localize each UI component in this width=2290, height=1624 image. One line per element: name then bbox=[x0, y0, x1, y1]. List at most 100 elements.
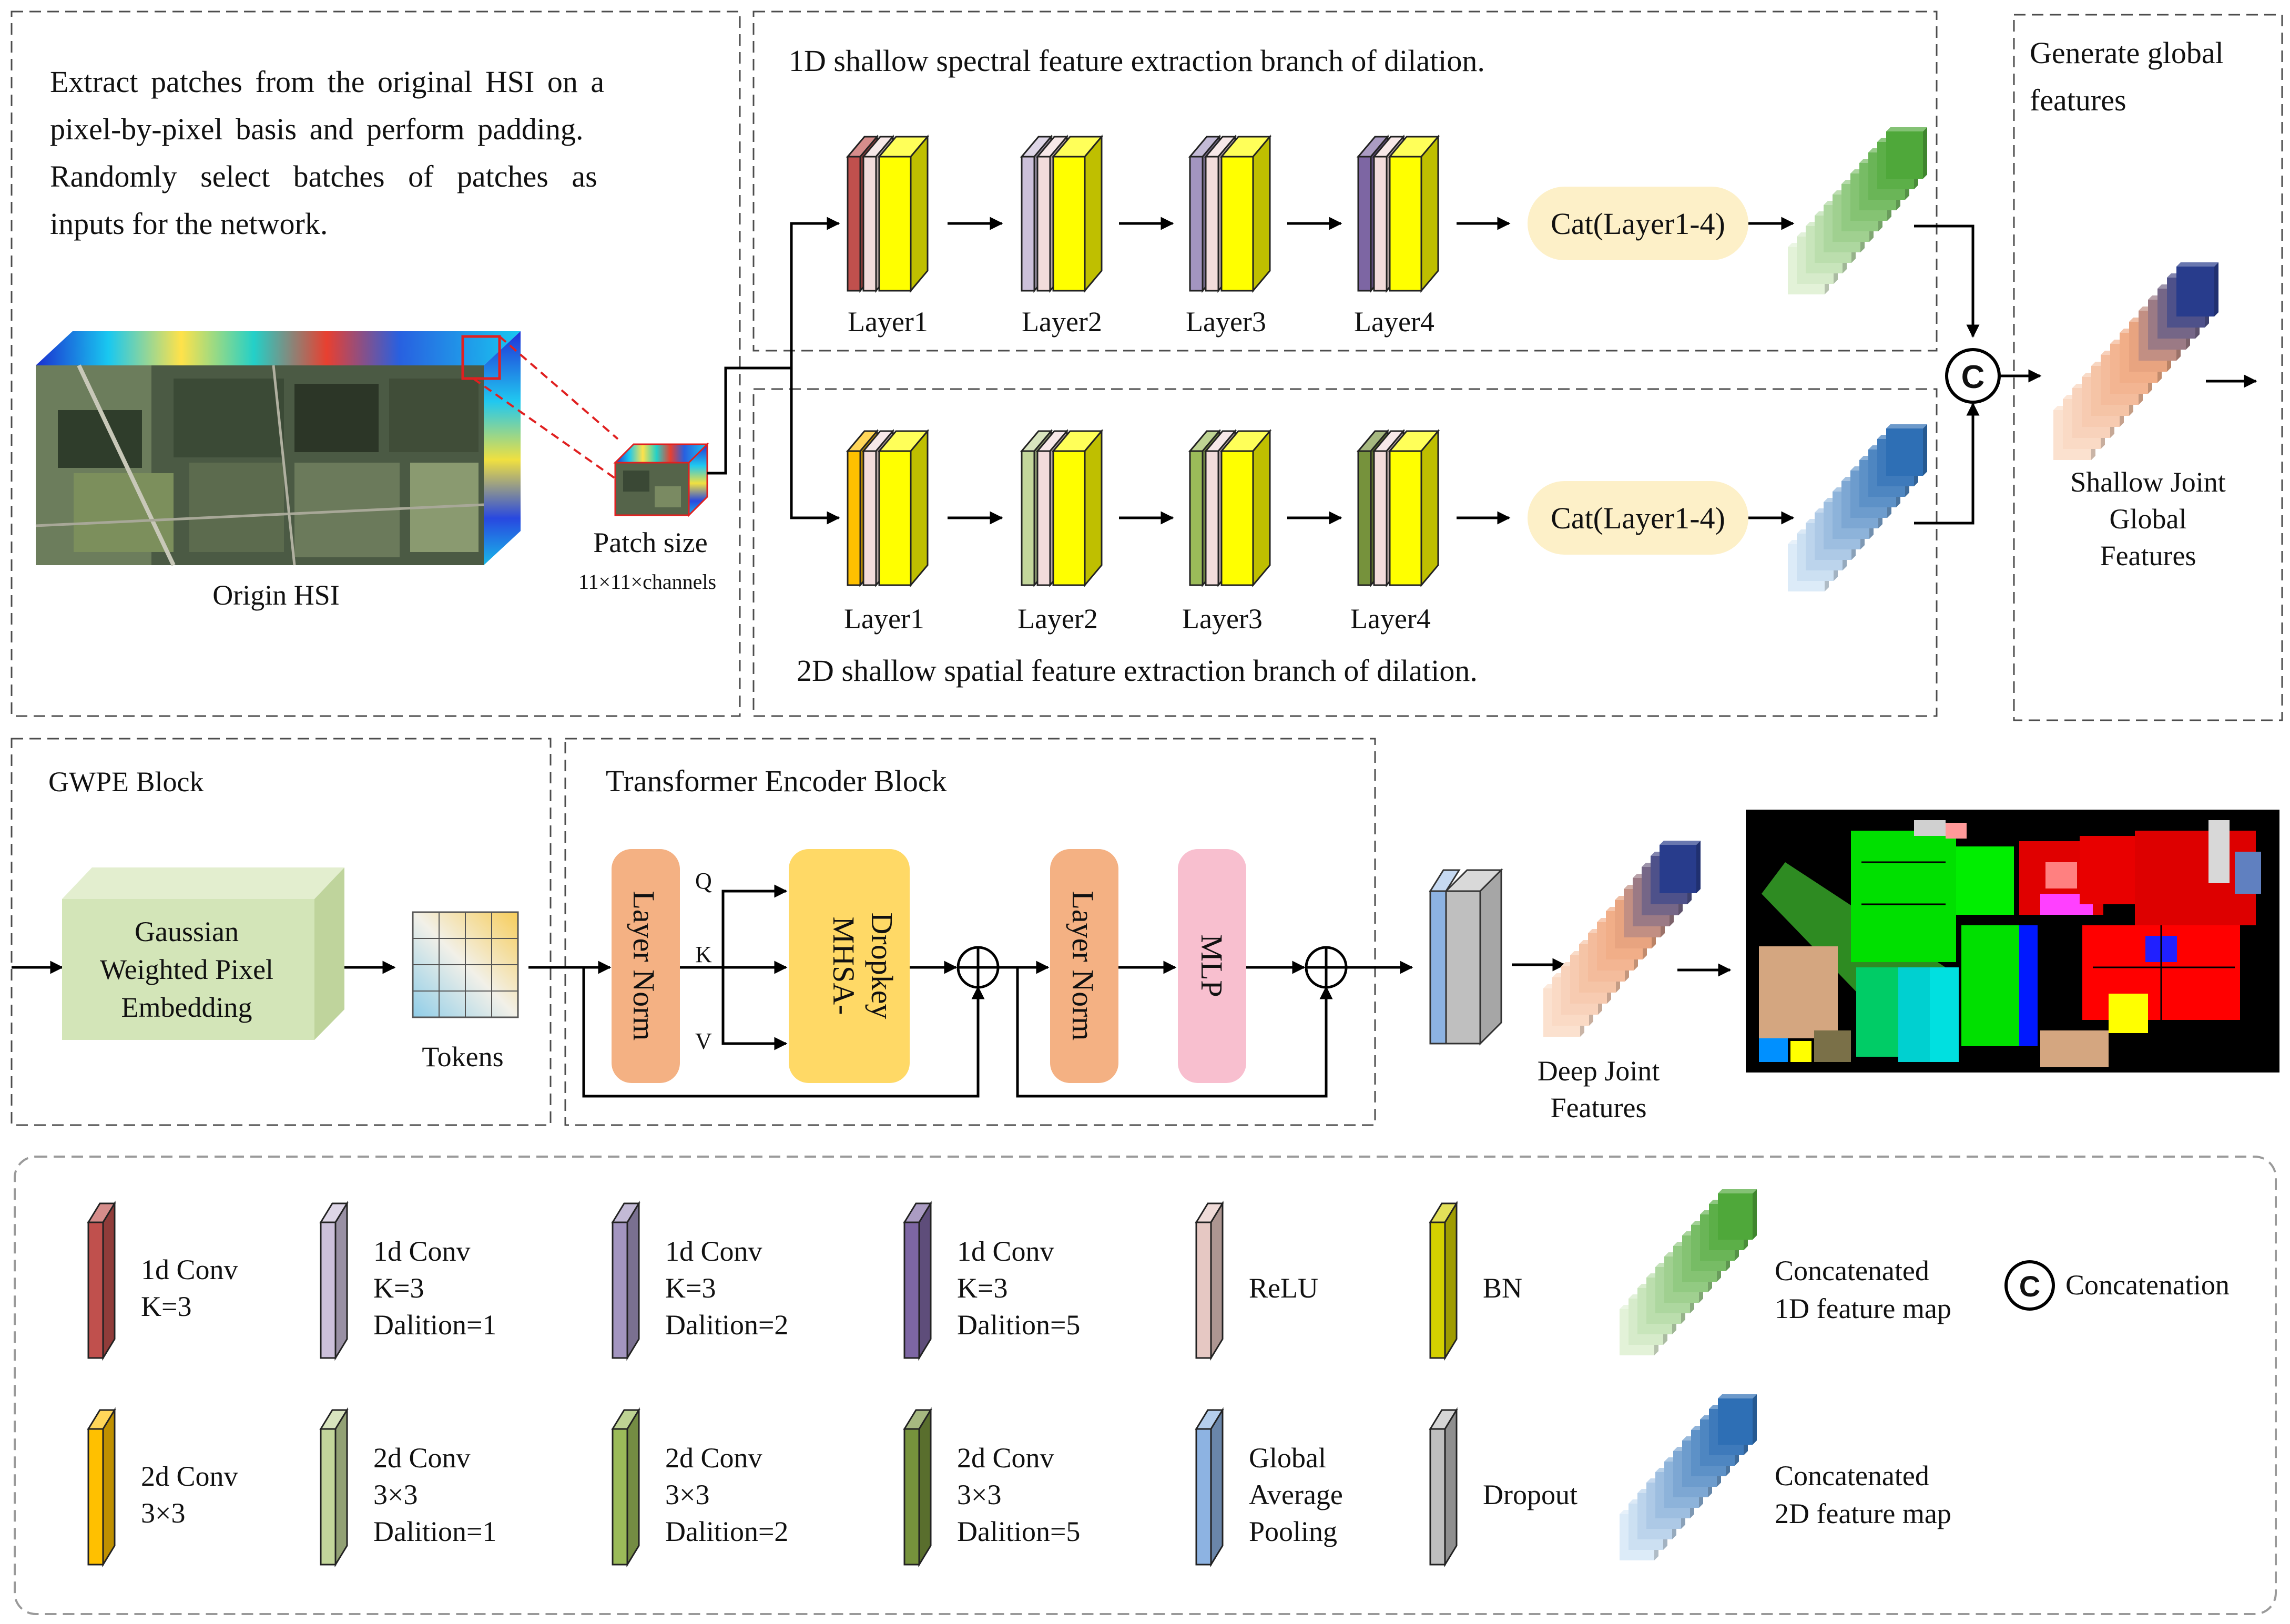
mlp-label: MLP bbox=[1195, 934, 1229, 997]
layer-1d-group-2 bbox=[1020, 134, 1104, 293]
patch-intro-line-1: Extract patches from the original HSI on… bbox=[50, 65, 604, 99]
patch-intro-line-4: inputs for the network. bbox=[50, 207, 328, 241]
connector-2d-to-concat bbox=[1914, 402, 1980, 525]
stack-plate bbox=[1886, 428, 1923, 476]
k-label: K bbox=[695, 942, 712, 967]
concat-1d-feature-map bbox=[1788, 127, 1927, 294]
patch-cube bbox=[613, 442, 709, 517]
connector-to-1d bbox=[790, 217, 840, 368]
bn-slab bbox=[1051, 134, 1104, 293]
stack-plate-side bbox=[2214, 262, 2218, 316]
legend-swatch bbox=[319, 1200, 349, 1361]
legend-item-text: ReLU bbox=[1249, 1272, 1318, 1304]
gap-dropout-block bbox=[1429, 868, 1503, 1046]
legend-item-text: 2d Conv bbox=[373, 1442, 471, 1474]
legend-item-text: K=3 bbox=[141, 1291, 191, 1322]
stack-plate-side bbox=[1923, 127, 1927, 179]
origin-hsi-image bbox=[35, 331, 521, 566]
legend-item-text: 1d Conv bbox=[141, 1254, 238, 1285]
legend-item-text: 2d Conv bbox=[665, 1442, 762, 1474]
layer-2d-2: Layer2 bbox=[1017, 603, 1098, 635]
layer-2d-4: Layer4 bbox=[1350, 603, 1431, 635]
legend-item-text: Dalition=2 bbox=[665, 1309, 788, 1341]
legend-item-5: ReLU bbox=[1195, 1200, 1318, 1361]
legend-concatenation-label: Concatenation bbox=[2065, 1269, 2230, 1301]
transformer-title: Transformer Encoder Block bbox=[606, 764, 947, 798]
legend-swatch bbox=[611, 1200, 640, 1361]
branch-1d-title: 1D shallow spectral feature extraction b… bbox=[789, 44, 1485, 78]
layer-1d-2: Layer2 bbox=[1022, 306, 1102, 338]
tokens-grid bbox=[412, 911, 519, 1018]
legend-border bbox=[14, 1156, 2277, 1615]
deep-joint-feature-stack bbox=[1543, 841, 1701, 1037]
bn-slab bbox=[1388, 134, 1440, 293]
mlp-box bbox=[1178, 849, 1246, 1083]
legend-item-text: K=3 bbox=[373, 1272, 424, 1304]
mhsa-line-2: Dropkey bbox=[865, 913, 899, 1019]
legend-item-text: Dalition=5 bbox=[957, 1516, 1080, 1547]
layer-1d-group-3 bbox=[1188, 134, 1272, 293]
layer-norm-1-label: Layer Norm bbox=[627, 891, 661, 1040]
branch-2d-layers bbox=[846, 428, 1440, 588]
legend-item-text: Dalition=1 bbox=[373, 1309, 496, 1341]
deep-joint-line-1: Deep Joint bbox=[1538, 1055, 1660, 1087]
patch-to-branches-connector bbox=[707, 366, 791, 475]
stack-deep bbox=[1543, 841, 1701, 1037]
residual-connection-2 bbox=[1016, 967, 1333, 1098]
legend-concat-2d-line-2: 2D feature map bbox=[1775, 1498, 1951, 1529]
legend-item-12: Dropout bbox=[1429, 1407, 1577, 1568]
stack-plate-side bbox=[1753, 1394, 1757, 1445]
legend-item-6: BN bbox=[1429, 1200, 1522, 1361]
shallow-joint-line-3: Features bbox=[2100, 540, 2196, 571]
cat-box-1d bbox=[1528, 187, 1748, 260]
cat-label-1d: Cat(Layer1-4) bbox=[1551, 207, 1725, 241]
layer-norm-1 bbox=[612, 849, 680, 1083]
mhsa-line-1: MHSA- bbox=[827, 917, 861, 1015]
stack-plate-side bbox=[1696, 841, 1701, 893]
concat-symbol: C bbox=[1961, 359, 1985, 395]
legend-swatch bbox=[903, 1407, 932, 1568]
bn-slab bbox=[877, 134, 930, 293]
legend-item-text: 2d Conv bbox=[957, 1442, 1054, 1474]
stack-plate-top bbox=[1886, 127, 1927, 131]
legend-item-text: 3×3 bbox=[957, 1479, 1001, 1510]
stack-plate bbox=[1886, 131, 1923, 179]
tokens-label: Tokens bbox=[422, 1041, 503, 1073]
arrow-q bbox=[721, 884, 788, 967]
legend-item-text: Dropout bbox=[1483, 1479, 1577, 1510]
legend-item-text: Dalition=5 bbox=[957, 1309, 1080, 1341]
global-title-line-1: Generate global bbox=[2030, 36, 2224, 70]
legend-item-text: K=3 bbox=[665, 1272, 716, 1304]
bn-slab bbox=[1388, 428, 1440, 588]
stack-plate bbox=[1718, 1398, 1753, 1445]
bn-slab bbox=[877, 428, 930, 588]
add-node-1 bbox=[956, 946, 1000, 989]
arrow-v bbox=[721, 967, 788, 1050]
stack-global bbox=[2053, 262, 2218, 460]
stack-plate bbox=[2176, 267, 2214, 316]
stack-plate bbox=[1718, 1193, 1753, 1240]
patch-intro-line-3: Randomly select batches of patches as bbox=[50, 159, 597, 193]
patch-intro-line-2: pixel-by-pixel basis and perform padding… bbox=[50, 112, 583, 146]
shallow-joint-line-1: Shallow Joint bbox=[2070, 466, 2226, 498]
zoom-line-top bbox=[498, 335, 619, 440]
concat-2d-feature-map bbox=[1788, 424, 1927, 591]
classification-map bbox=[1746, 810, 2279, 1073]
stack-plate-top bbox=[1886, 424, 1927, 428]
global-title-line-2: features bbox=[2030, 83, 2126, 117]
cat-box-2d bbox=[1528, 481, 1748, 555]
transformer-panel-border bbox=[564, 738, 1376, 1126]
deep-joint-line-2: Features bbox=[1551, 1092, 1647, 1123]
layer-1d-group-1 bbox=[846, 134, 930, 293]
legend-item-text: Dalition=1 bbox=[373, 1516, 496, 1547]
legend-swatch bbox=[87, 1200, 116, 1361]
legend-swatch bbox=[87, 1407, 116, 1568]
layer-2d-group-3 bbox=[1188, 428, 1272, 588]
layer-1d-3: Layer3 bbox=[1186, 306, 1266, 338]
